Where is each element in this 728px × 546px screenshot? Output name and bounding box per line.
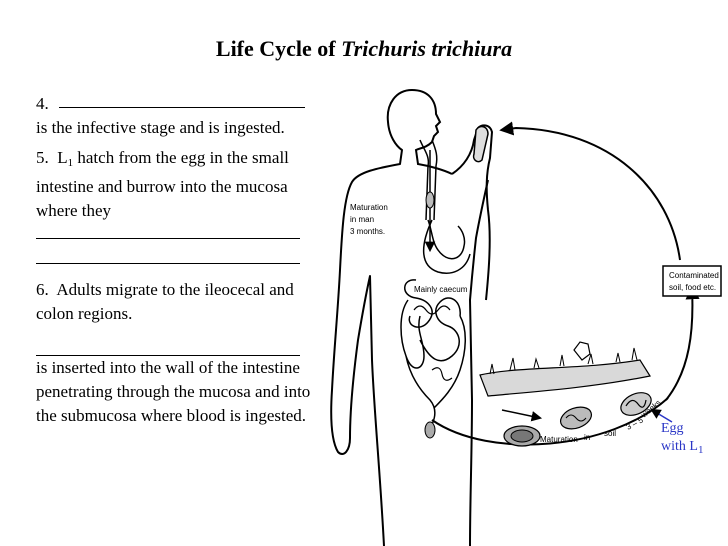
soil-arrow (501, 409, 543, 422)
cycle-path-right (665, 285, 700, 401)
step-7-blank[interactable] (36, 340, 300, 356)
step-6-number: 6. (36, 280, 49, 299)
title-species: Trichuris trichiura (341, 36, 513, 61)
adult-worm (413, 305, 451, 315)
human-raised-arm (451, 124, 494, 301)
soil-figure (573, 341, 591, 361)
egg-in-faeces (424, 421, 436, 439)
step-4-blank[interactable] (59, 92, 305, 108)
egg-label-line2: with L (661, 439, 698, 454)
egg-with-larva (620, 392, 652, 416)
egg-label-line1: Egg (661, 421, 684, 436)
contaminated-box (662, 265, 722, 297)
grass (489, 347, 638, 375)
contaminated-label-1: Contaminated (669, 271, 719, 280)
cycle-path-lower (431, 397, 669, 446)
label-caecum: Mainly caecum (414, 285, 468, 294)
step-5-blank-2[interactable] (36, 248, 300, 264)
step-5-number: 5. (36, 148, 49, 167)
soil-strip (479, 359, 651, 397)
label-maturation-man-2: in man (350, 215, 374, 224)
step-7-text: is inserted into the wall of the intesti… (36, 358, 311, 425)
step-6: 6. Adults migrate to the ileocecal and c… (36, 278, 316, 326)
step-5-larva-sub: 1 (67, 157, 74, 169)
soil-label-in: in (584, 433, 590, 442)
step-5-larva: L (57, 148, 68, 167)
step-5-text: hatch from the egg in the small intestin… (36, 148, 289, 220)
egg-unembryonated (503, 425, 541, 447)
colon-descending (433, 315, 466, 409)
title-prefix: Life Cycle of (215, 36, 336, 61)
human-head-profile (411, 89, 453, 175)
step-4-text: is the infective stage and is ingested. (36, 118, 285, 137)
contaminated-label-2: soil, food etc. (669, 283, 716, 292)
food-item (472, 125, 489, 163)
step-6-text: Adults migrate to the ileocecal and colo… (36, 280, 294, 323)
oesophagus (419, 139, 438, 221)
life-cycle-diagram: Maturation in man 3 months. Mainly caecu… (330, 89, 722, 546)
egg-developing (559, 406, 593, 430)
cycle-path-upper (499, 121, 681, 261)
notes-panel: 4. is the infective stage and is ingeste… (36, 92, 316, 428)
soil-label-range: 3 – 5 (625, 415, 645, 432)
step-4-number: 4. (36, 94, 49, 113)
soil-label-maturation: Maturation (540, 435, 578, 444)
stomach (422, 219, 471, 274)
step-5: 5. L1 hatch from the egg in the small in… (36, 146, 316, 223)
step-4: 4. is the infective stage and is ingeste… (36, 92, 316, 140)
egg-label-sub: 1 (697, 444, 704, 456)
step-5-blank-1[interactable] (36, 223, 300, 239)
step-7: is inserted into the wall of the intesti… (36, 356, 316, 428)
soil-label-soil: soil (604, 429, 616, 438)
label-maturation-man-3: 3 months. (350, 227, 385, 236)
label-maturation-man-1: Maturation (350, 203, 388, 212)
small-intestine (404, 279, 433, 328)
adult-worm-colon (431, 367, 453, 381)
egg-label: Egg with L1 (661, 420, 703, 459)
human-body-outline (330, 89, 489, 546)
egg-pointer-arrow (650, 408, 673, 423)
ingested-egg (425, 191, 435, 209)
page-title: Life Cycle of Trichuris trichiura (0, 36, 728, 62)
